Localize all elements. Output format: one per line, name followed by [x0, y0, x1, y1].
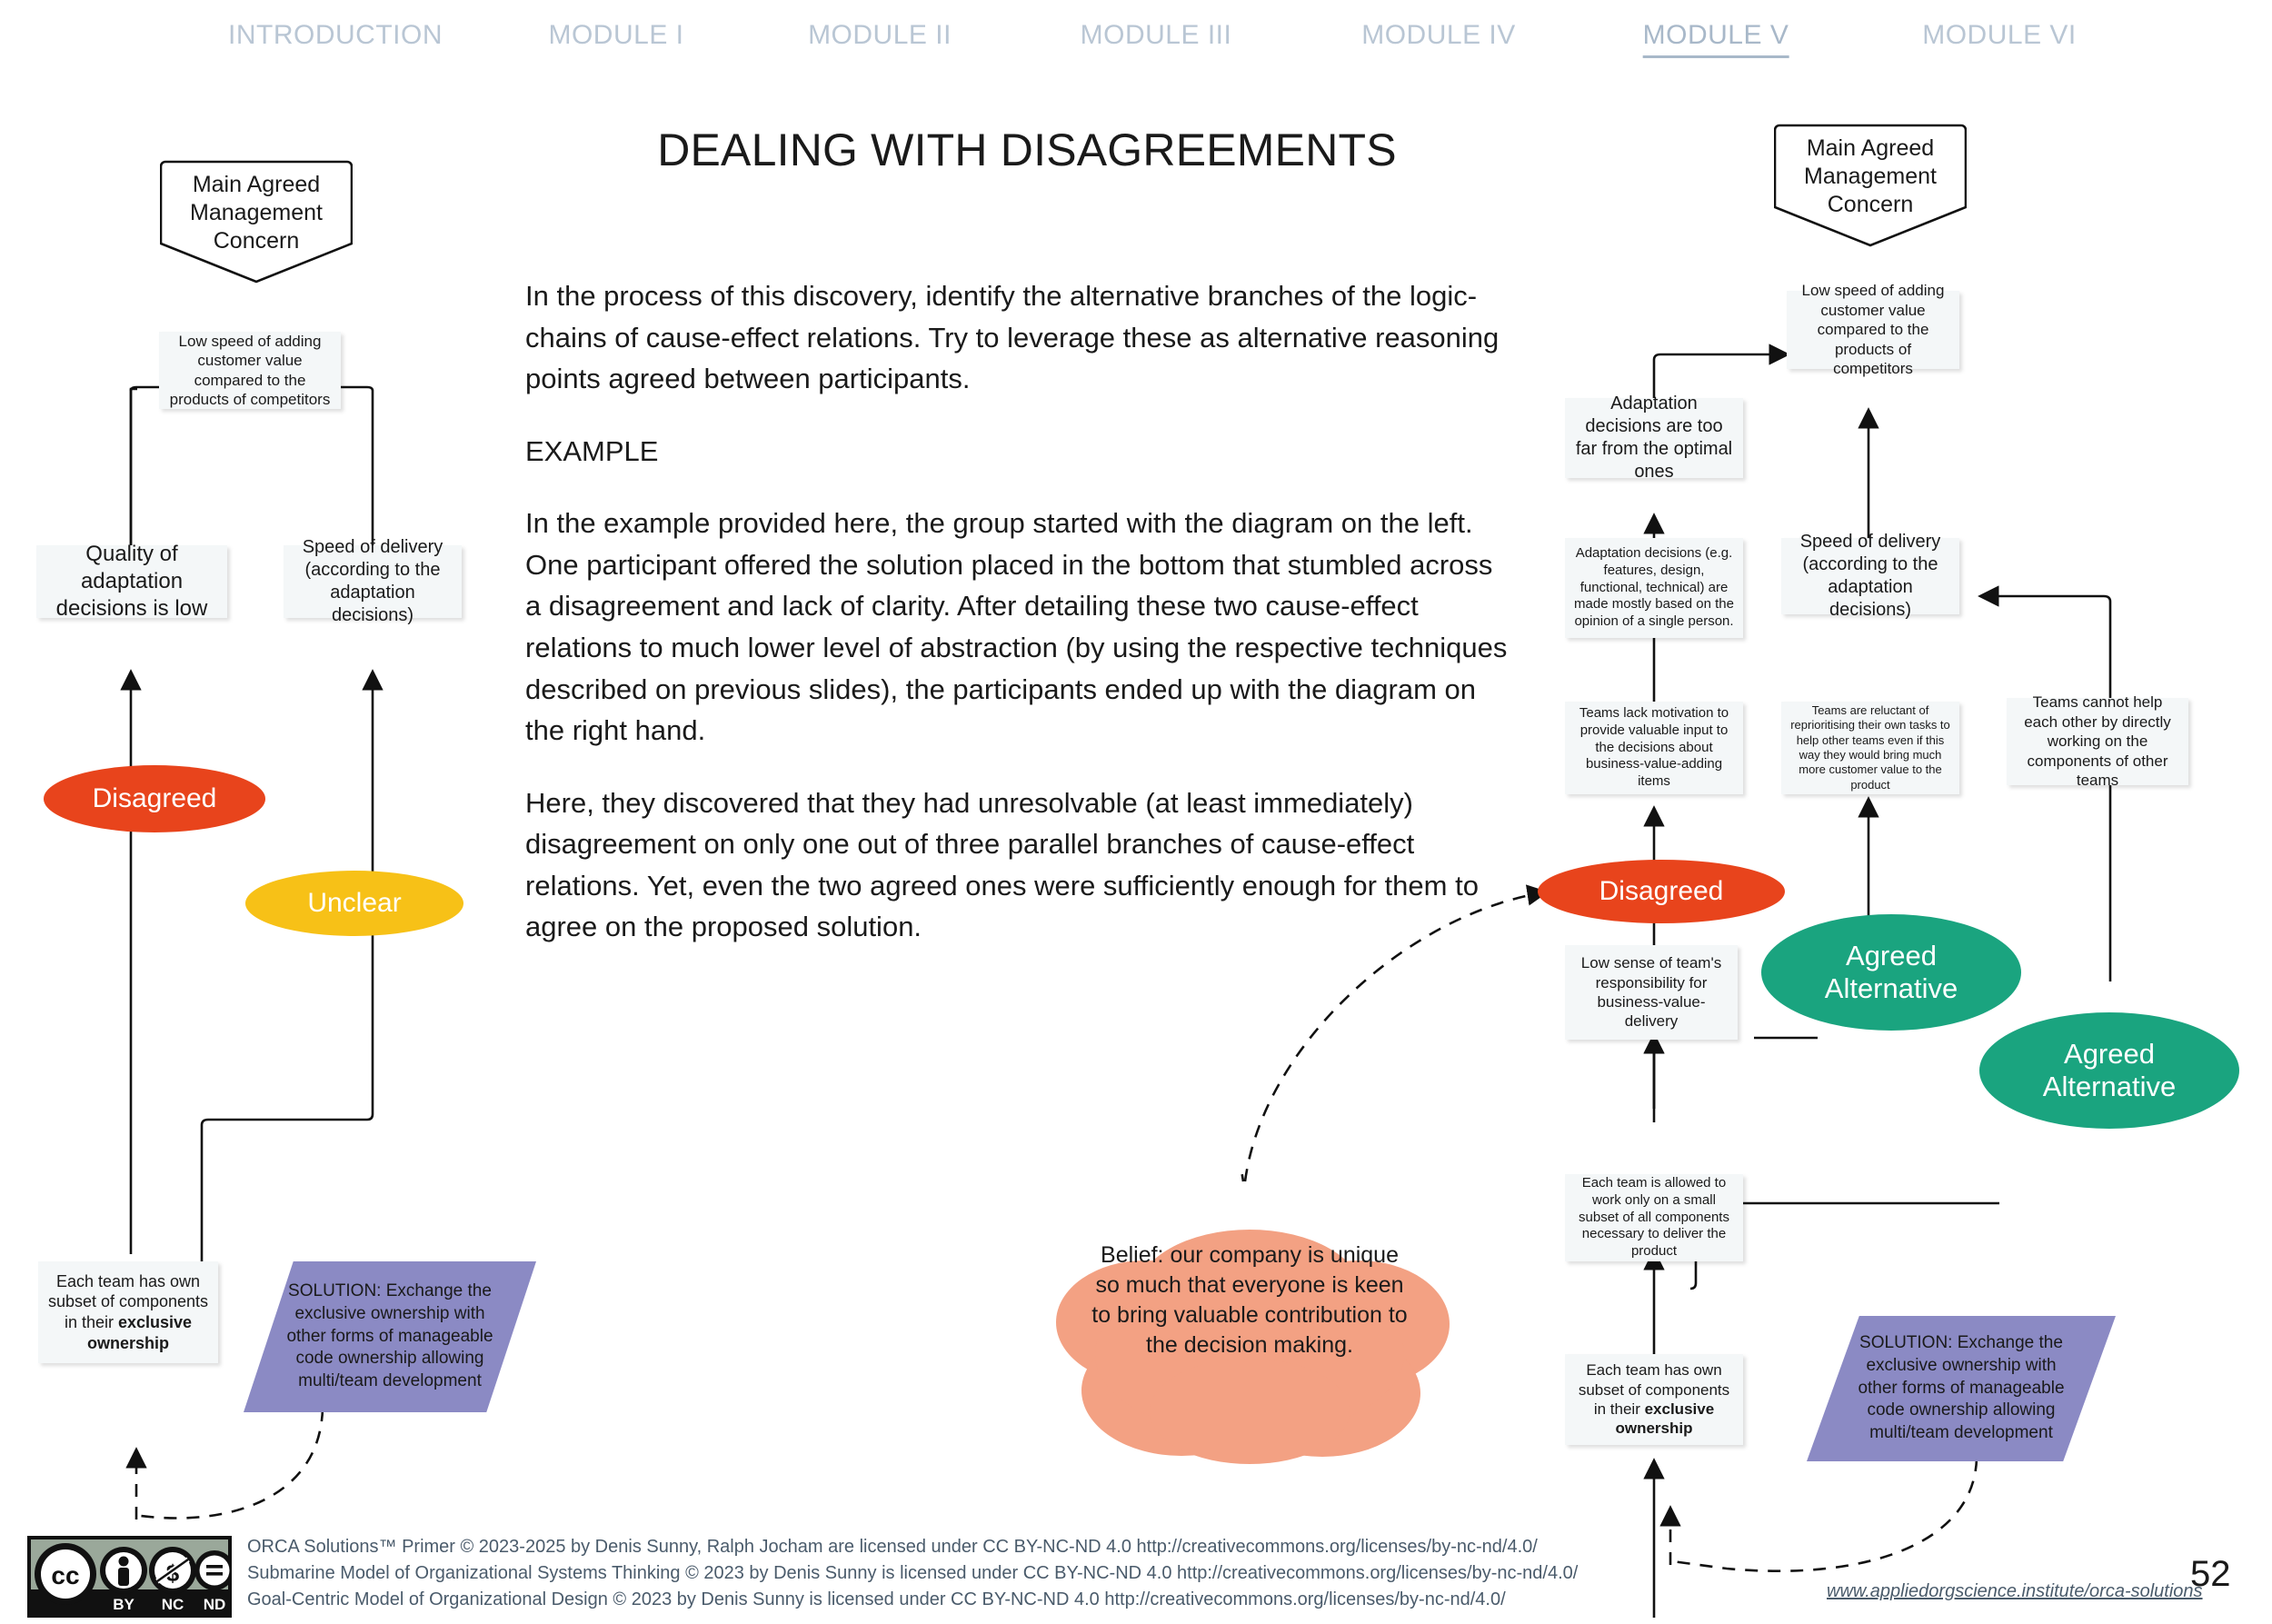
nav-item-module-iii[interactable]: MODULE III: [1080, 20, 1232, 50]
left-box-each-team-bold: exclusive ownership: [86, 1313, 193, 1352]
right-box-low-sense: Low sense of team's responsibility for b…: [1565, 945, 1738, 1040]
right-box-each-team-allowed: Each team is allowed to work only on a s…: [1565, 1174, 1743, 1261]
right-box-speed-delivery: Speed of delivery (according to the adap…: [1781, 532, 1959, 620]
right-box-teams-cannot-help: Teams cannot help each other by directly…: [2007, 693, 2188, 789]
left-box-each-team-text: Each team has own subset of components i…: [47, 1271, 209, 1331]
right-main-concern-pentagon: Main Agreed Management Concern: [1774, 122, 1967, 249]
right-box-each-team-text: Each team has own subset of components i…: [1578, 1361, 1730, 1418]
license-line-3: Goal-Centric Model of Organizational Des…: [247, 1589, 1506, 1609]
module-nav: INTRODUCTION MODULE I MODULE II MODULE III M…: [0, 20, 2272, 71]
right-box-teams-lack-motivation: Teams lack motivation to provide valuabl…: [1565, 702, 1743, 794]
right-oval-agreed-alternative-2: Agreed Alternative: [1979, 1012, 2239, 1129]
body-paragraph-example-label: EXAMPLE: [525, 434, 659, 467]
right-box-adaptation-single-person-label: Adaptation decisions (e.g. features, des…: [1574, 544, 1734, 630]
left-box-each-team: Each team has own subset of components i…: [38, 1261, 218, 1363]
svg-text:NC: NC: [162, 1596, 184, 1613]
svg-text:BY: BY: [113, 1596, 135, 1613]
right-solution-parallelogram: SOLUTION: Exchange the exclusive ownersh…: [1807, 1316, 2116, 1461]
nav-item-module-iv[interactable]: MODULE IV: [1361, 20, 1516, 50]
body-copy: In the process of this discovery, identi…: [525, 275, 1516, 948]
left-solution-label: SOLUTION: Exchange the exclusive ownersh…: [286, 1281, 493, 1391]
svg-text:ND: ND: [204, 1596, 226, 1613]
right-pentagon-label: Main Agreed Management Concern: [1804, 135, 1937, 217]
belief-cloud-label: Belief: our company is unique so much th…: [1091, 1242, 1408, 1358]
left-box-low-speed-label: Low speed of adding customer value compa…: [169, 332, 331, 408]
right-oval-disagreed-label: Disagreed: [1599, 875, 1724, 906]
right-box-adaptation-single-person: Adaptation decisions (e.g. features, des…: [1565, 538, 1743, 638]
left-box-low-speed: Low speed of adding customer value compa…: [159, 332, 341, 409]
body-paragraph-3: Here, they discovered that they had unre…: [525, 786, 1479, 943]
right-box-each-team-allowed-label: Each team is allowed to work only on a s…: [1579, 1174, 1729, 1260]
right-box-adaptation-far-label: Adaptation decisions are too far from th…: [1575, 393, 1733, 483]
right-box-low-sense-label: Low sense of team's responsibility for b…: [1580, 954, 1722, 1031]
left-box-quality: Quality of adaptation decisions is low: [36, 542, 227, 621]
page-number: 52: [2190, 1554, 2231, 1594]
cc-license-badge: cc $ BY NC ND: [27, 1536, 234, 1618]
license-line-1: ORCA Solutions™ Primer © 2023-2025 by De…: [247, 1537, 1538, 1557]
nav-item-module-i[interactable]: MODULE I: [548, 20, 684, 50]
right-box-teams-lack-motivation-label: Teams lack motivation to provide valuabl…: [1579, 704, 1729, 790]
nav-item-module-v[interactable]: MODULE V: [1642, 20, 1789, 58]
left-oval-unclear-label: Unclear: [307, 887, 402, 918]
right-solution-label: SOLUTION: Exchange the exclusive ownersh…: [1858, 1333, 2065, 1443]
right-box-teams-reluctant-label: Teams are reluctant of reprioritising th…: [1790, 702, 1950, 792]
left-main-concern-pentagon: Main Agreed Management Concern: [160, 158, 353, 285]
left-oval-disagreed: Disagreed: [44, 765, 265, 832]
right-box-low-speed-label: Low speed of adding customer value compa…: [1801, 282, 1945, 378]
body-paragraph-2: In the example provided here, the group …: [525, 507, 1508, 747]
nav-item-module-ii[interactable]: MODULE II: [808, 20, 952, 50]
right-box-teams-cannot-help-label: Teams cannot help each other by directly…: [2024, 693, 2171, 790]
page-title: DEALING WITH DISAGREEMENTS: [657, 125, 1397, 175]
right-box-adaptation-far: Adaptation decisions are too far from th…: [1565, 394, 1743, 482]
license-line-2: Submarine Model of Organizational System…: [247, 1562, 1579, 1583]
right-oval-disagreed: Disagreed: [1538, 860, 1785, 923]
right-box-teams-reluctant: Teams are reluctant of reprioritising th…: [1781, 702, 1959, 794]
right-box-each-team-has-own-label: Each team has own subset of components i…: [1572, 1360, 1736, 1439]
body-paragraph-1: In the process of this discovery, identi…: [525, 280, 1500, 395]
left-box-quality-label: Quality of adaptation decisions is low: [55, 541, 208, 622]
right-oval-agreed-alternative-1-label: Agreed Alternative: [1824, 940, 1958, 1004]
left-pentagon-label: Main Agreed Management Concern: [190, 172, 323, 254]
belief-cloud: Belief: our company is unique so much th…: [1036, 1186, 1463, 1468]
license-text: ORCA Solutions™ Primer © 2023-2025 by De…: [247, 1534, 1578, 1612]
left-box-speed-delivery-label: Speed of delivery (according to the adap…: [302, 536, 443, 626]
right-box-each-team-bold: exclusive ownership: [1615, 1400, 1715, 1438]
right-box-low-speed: Low speed of adding customer value compa…: [1787, 282, 1959, 377]
site-url-link[interactable]: www.appliedorgscience.institute/orca-sol…: [1827, 1581, 2203, 1601]
left-oval-unclear: Unclear: [245, 871, 463, 936]
left-oval-disagreed-label: Disagreed: [92, 782, 217, 813]
right-box-each-team-has-own: Each team has own subset of components i…: [1565, 1354, 1743, 1445]
svg-text:cc: cc: [51, 1561, 79, 1589]
nav-item-module-vi[interactable]: MODULE VI: [1922, 20, 2077, 50]
right-oval-agreed-alternative-2-label: Agreed Alternative: [2042, 1038, 2177, 1102]
right-oval-agreed-alternative-1: Agreed Alternative: [1761, 914, 2021, 1031]
left-box-speed-delivery: Speed of delivery (according to the adap…: [284, 537, 462, 625]
left-solution-parallelogram: SOLUTION: Exchange the exclusive ownersh…: [244, 1261, 536, 1412]
right-box-speed-delivery-label: Speed of delivery (according to the adap…: [1799, 531, 1941, 621]
nav-item-introduction[interactable]: INTRODUCTION: [228, 20, 443, 50]
left-box-each-team-label: Each team has own subset of components i…: [45, 1271, 211, 1354]
